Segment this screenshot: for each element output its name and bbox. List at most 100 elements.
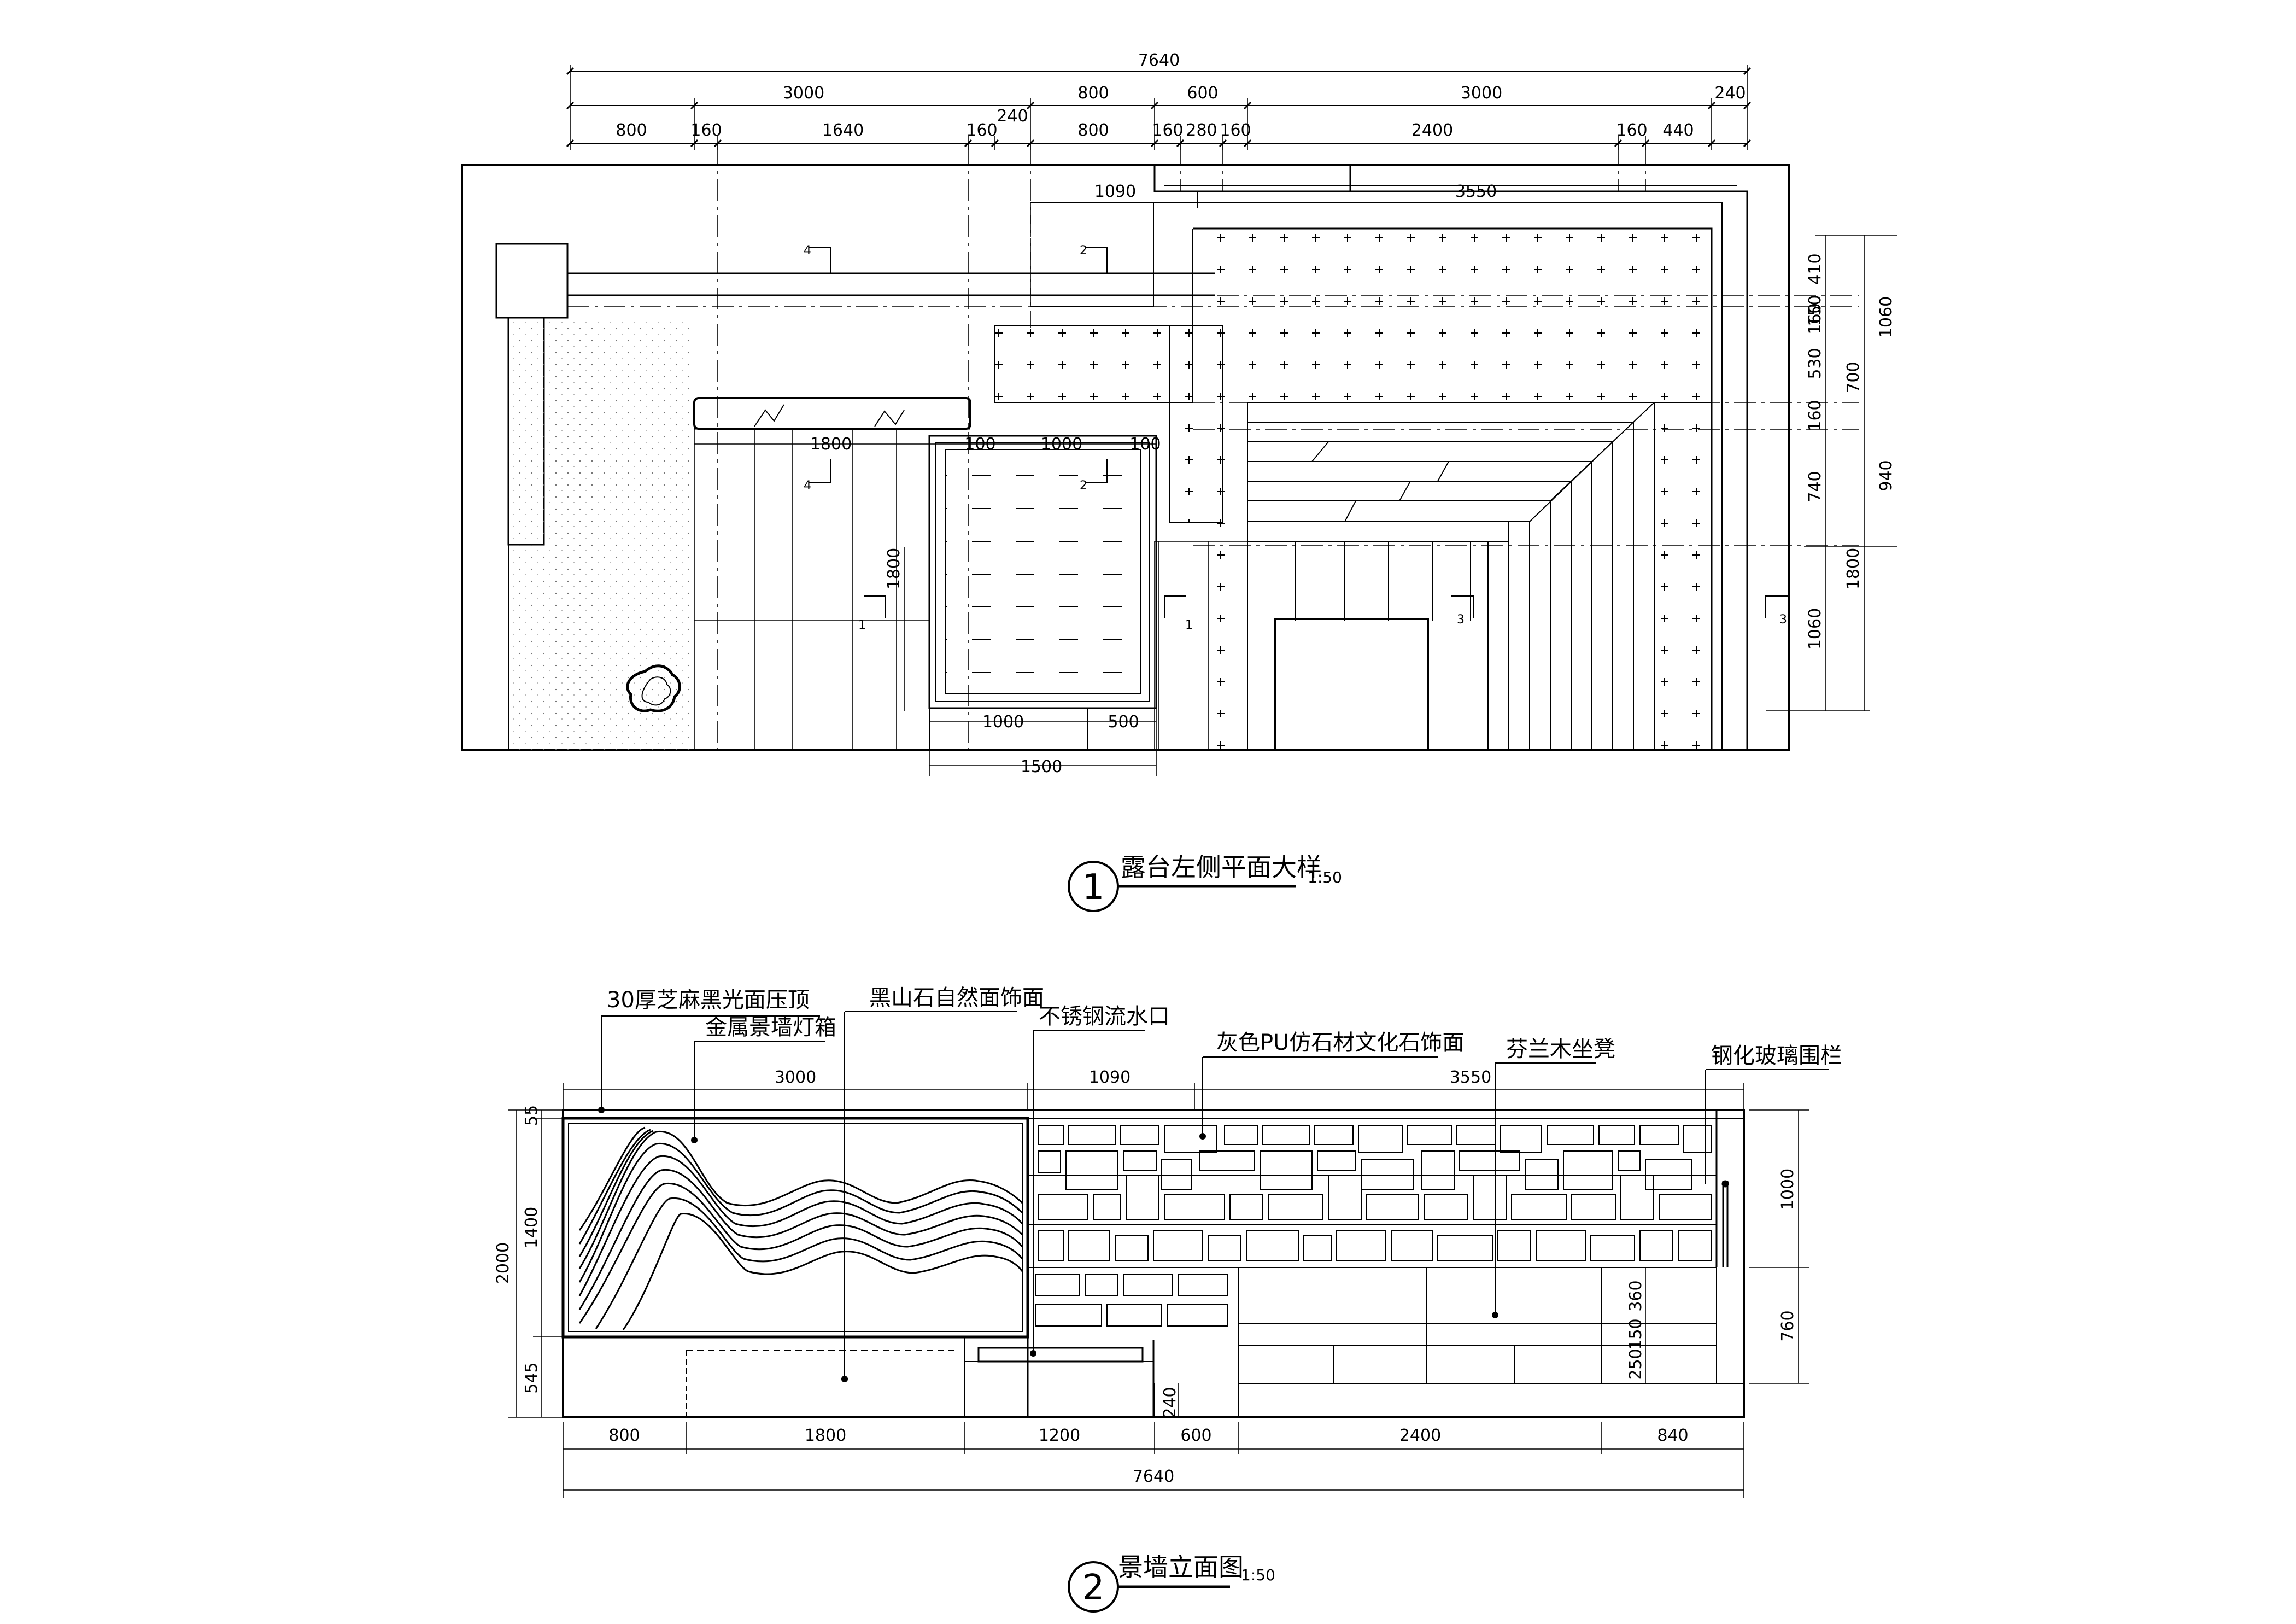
elev-dim: 3550 bbox=[1450, 1068, 1491, 1087]
elev-dim: 1000 bbox=[1778, 1169, 1797, 1210]
plan-dim: 800 bbox=[1077, 121, 1109, 140]
section-mark: 2 bbox=[1080, 244, 1087, 258]
plan-dim: 160 bbox=[690, 121, 722, 140]
plan-dim: 1000 bbox=[1041, 435, 1082, 454]
plan-dim: 1000 bbox=[982, 712, 1024, 732]
plan-dim: 160 bbox=[1806, 400, 1825, 431]
mountain-wave-pattern bbox=[578, 1126, 1023, 1330]
wall-grid-lines bbox=[694, 429, 1247, 750]
plan-dim: 1500 bbox=[1021, 757, 1062, 776]
plan-dim: 440 bbox=[1662, 121, 1694, 140]
label-glass-railing: 钢化玻璃围栏 bbox=[1711, 1043, 1842, 1068]
elevation-title: 景墙立面图 bbox=[1118, 1552, 1244, 1582]
plan-dim: 1090 bbox=[1094, 182, 1136, 201]
plan-dim: 160 bbox=[966, 121, 997, 140]
section-mark: 1 bbox=[858, 618, 866, 632]
plan-dim: 740 bbox=[1806, 471, 1825, 502]
plan-dim: 160 bbox=[1616, 121, 1647, 140]
section-mark: 1 bbox=[1185, 618, 1193, 632]
plan-dim: 800 bbox=[1077, 84, 1109, 103]
elev-dim: 55 bbox=[522, 1105, 541, 1126]
elevation-labels: 30厚芝麻黑光面压顶 金属景墙灯箱 黑山石自然面饰面 不锈钢流水口 灰色PU仿石… bbox=[607, 985, 1842, 1068]
elev-dim: 1800 bbox=[805, 1426, 846, 1445]
elev-dim-total: 7640 bbox=[1133, 1467, 1174, 1486]
plan-dim: 1800 bbox=[885, 548, 904, 589]
plan-dim: 940 bbox=[1877, 460, 1896, 491]
elev-dim: 800 bbox=[608, 1426, 640, 1445]
section-marks bbox=[809, 247, 1788, 618]
plan-dim: 700 bbox=[1844, 361, 1863, 393]
section-mark-texts: 4 2 4 2 1 1 3 3 bbox=[804, 244, 1787, 632]
glass-railing-elevation bbox=[1715, 1110, 1729, 1267]
plan-title: 露台左侧平面大样 bbox=[1121, 852, 1322, 882]
plan-dim: 160 bbox=[1806, 303, 1825, 334]
plan-scale: 1:50 bbox=[1308, 868, 1342, 886]
plan-dim-total: 7640 bbox=[1138, 51, 1180, 70]
plan-dim: 240 bbox=[997, 107, 1028, 126]
label-coping: 30厚芝麻黑光面压顶 bbox=[607, 988, 810, 1013]
plan-dim: 100 bbox=[1129, 435, 1161, 454]
elev-dim: 1400 bbox=[522, 1207, 541, 1248]
rock-plan bbox=[626, 664, 681, 712]
plan-view bbox=[461, 65, 1897, 776]
coping-stone-plan bbox=[693, 397, 971, 430]
elev-dim: 150 bbox=[1626, 1318, 1645, 1350]
plan-dim: 530 bbox=[1806, 348, 1825, 379]
elev-dim: 1090 bbox=[1089, 1068, 1131, 1087]
gravel-area bbox=[508, 318, 689, 750]
plan-dim: 100 bbox=[964, 435, 995, 454]
elev-dim: 840 bbox=[1657, 1426, 1688, 1445]
plan-dim: 160 bbox=[1220, 121, 1251, 140]
cultured-stone-grid bbox=[1027, 1118, 1744, 1417]
plan-dim: 160 bbox=[1152, 121, 1183, 140]
section-mark: 4 bbox=[804, 479, 811, 493]
plan-number: 1 bbox=[1082, 867, 1105, 908]
elev-dim: 600 bbox=[1180, 1426, 1211, 1445]
elev-dim: 545 bbox=[522, 1362, 541, 1393]
plan-dim: 1640 bbox=[822, 121, 864, 140]
pool-dimensions bbox=[694, 443, 1157, 776]
label-cultured-stone: 灰色PU仿石材文化石饰面 bbox=[1216, 1030, 1464, 1055]
plan-dim: 280 bbox=[1186, 121, 1217, 140]
section-mark: 3 bbox=[1457, 613, 1465, 627]
plan-dim: 600 bbox=[1187, 84, 1218, 103]
section-mark: 3 bbox=[1779, 613, 1787, 627]
elev-dim: 2400 bbox=[1399, 1426, 1441, 1445]
elevation-number: 2 bbox=[1082, 1568, 1105, 1608]
plan-dim: 3550 bbox=[1455, 182, 1497, 201]
deck-boards bbox=[1247, 402, 1712, 750]
elev-dim: 360 bbox=[1626, 1280, 1645, 1311]
elev-dim: 240 bbox=[1161, 1387, 1180, 1418]
plan-dim: 3000 bbox=[1461, 84, 1502, 103]
elev-dim: 760 bbox=[1778, 1310, 1797, 1341]
label-water-outlet: 不锈钢流水口 bbox=[1039, 1004, 1170, 1029]
leader-lines bbox=[601, 1011, 1829, 1379]
elev-dim: 3000 bbox=[775, 1068, 816, 1087]
elevation-view bbox=[508, 1011, 1829, 1498]
label-wood-bench: 芬兰木坐凳 bbox=[1506, 1037, 1615, 1062]
plan-dim: 1800 bbox=[810, 435, 852, 454]
stone-paving-hatch bbox=[994, 229, 1712, 750]
elev-dim: 250 bbox=[1626, 1348, 1645, 1380]
plan-dimension-texts: 7640 3000 800 600 3000 240 800 160 1640 … bbox=[616, 51, 1896, 776]
elevation-dimensions bbox=[508, 1083, 1809, 1498]
water-pool-plan bbox=[928, 435, 1157, 750]
section-mark: 2 bbox=[1080, 479, 1087, 493]
plan-boundary bbox=[461, 164, 1790, 751]
plan-dim: 1800 bbox=[1844, 548, 1863, 589]
bench-plan bbox=[1274, 618, 1429, 751]
section-mark: 4 bbox=[804, 244, 811, 258]
plan-dim: 1060 bbox=[1806, 608, 1825, 650]
plan-dim: 2400 bbox=[1411, 121, 1453, 140]
plan-dim: 500 bbox=[1108, 712, 1139, 732]
plan-dim: 800 bbox=[616, 121, 647, 140]
elev-dim: 2000 bbox=[494, 1242, 513, 1284]
plan-dim: 240 bbox=[1714, 84, 1746, 103]
plan-dim: 3000 bbox=[783, 84, 824, 103]
elev-dim: 1200 bbox=[1039, 1426, 1080, 1445]
plan-dim: 150 bbox=[1806, 295, 1825, 326]
plan-top-dimensions bbox=[566, 65, 1752, 150]
plan-dim: 410 bbox=[1806, 253, 1825, 284]
dashed-lines bbox=[567, 143, 1859, 750]
